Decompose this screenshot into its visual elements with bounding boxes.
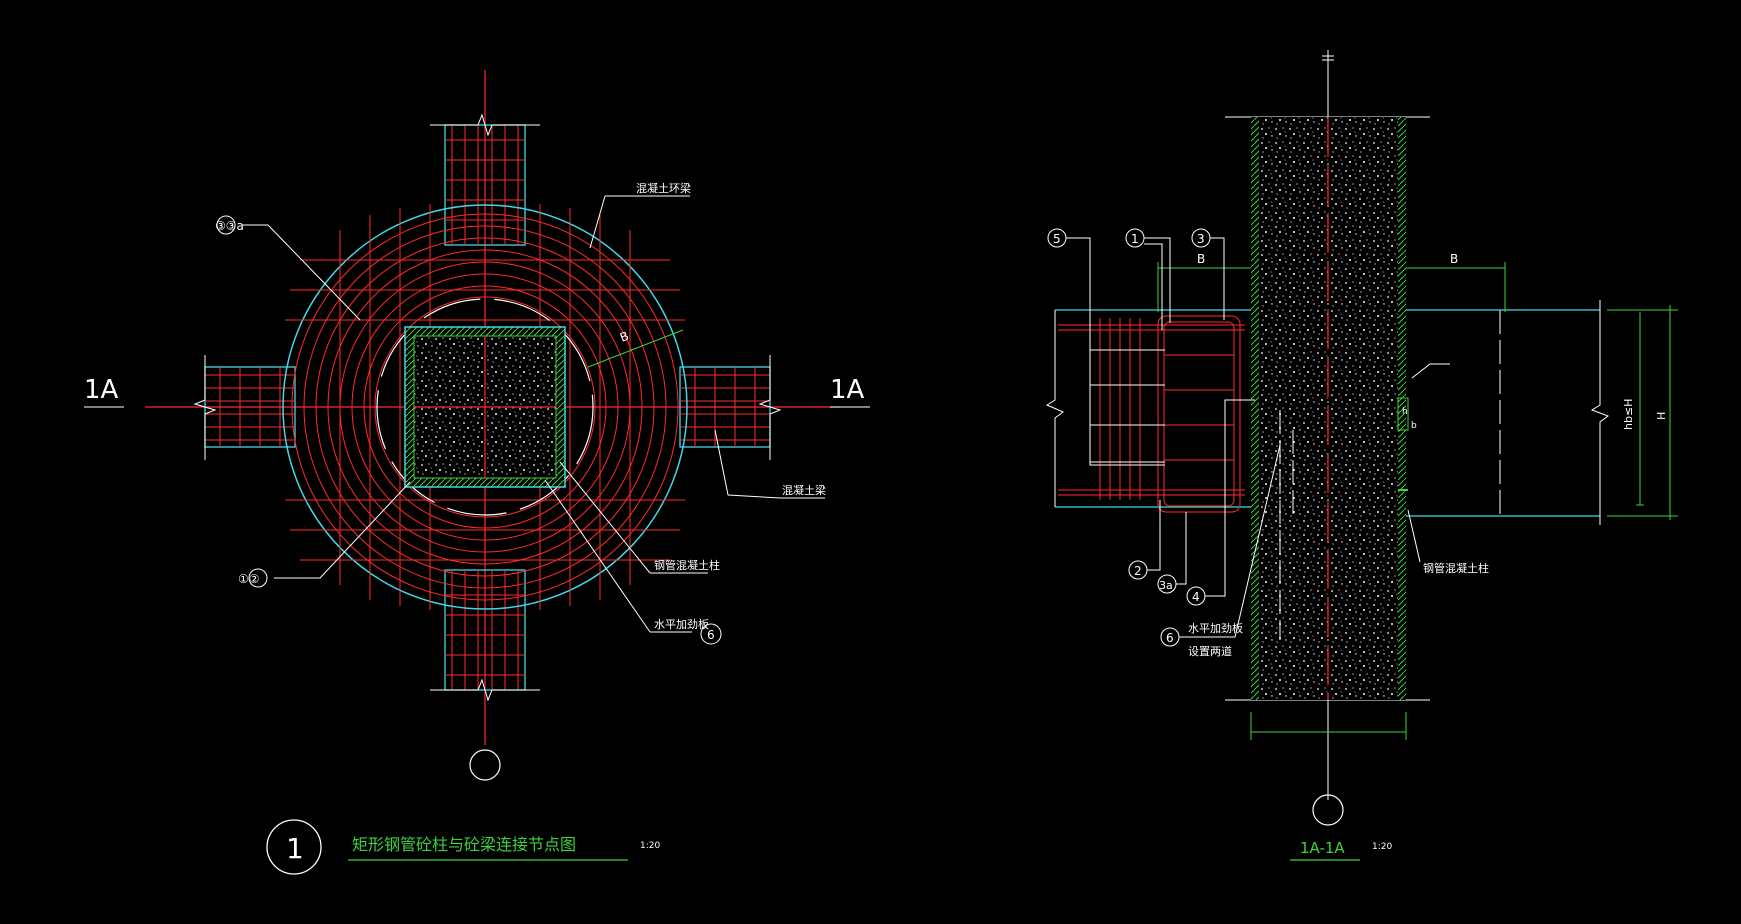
weld-leader [1411,363,1450,379]
section-dim-b-right-text: B [1450,252,1458,266]
section-rebar-leaders [1090,349,1165,463]
ring-beam-inner-dashed [376,298,594,516]
ring-beam-rebar [285,204,685,610]
section-column-leader [1407,509,1421,563]
steel-column-label: 钢管混凝土柱 [654,558,720,572]
section-callout-5: 5 [1053,232,1061,246]
section-callout-4: 4 [1192,590,1200,604]
section-dim-b-left-text: B [1197,252,1205,266]
svg-text:①②: ①② [238,572,260,586]
section-callout-3a: 3a [1159,579,1173,592]
svg-text:6: 6 [707,628,715,642]
section-steel-column-label: 钢管混凝土柱 [1423,561,1489,575]
section-stiffener-note: 设置两道 [1188,644,1232,658]
callout-33a: ③③a [215,215,244,235]
dim-b-plan-text: B [618,329,631,345]
section-title-block: 1A-1A 1:20 [1290,839,1392,861]
section-callout-1: 1 [1131,232,1139,246]
section-column-wall-left [1251,117,1259,700]
section-bottom-callouts [1128,399,1281,647]
section-callout-3: 3 [1197,232,1205,246]
section-dim-h: H [1655,412,1668,420]
section-mark-left: 1A [84,375,124,408]
plan-view: B ③③a ①② 6 混凝土环梁 混凝土梁 钢管混凝土柱 水平加劲板 [84,70,870,875]
section-dim-b-left [1157,262,1251,312]
section-dim-h-small: h [1402,407,1408,417]
section-stiffener-label: 水平加劲板 [1188,621,1243,635]
svg-text:③③a: ③③a [215,219,244,233]
detail-title: 矩形钢管砼柱与砼梁连接节点图 [352,835,576,854]
plan-axis-bubble [469,749,501,781]
detail-number: 1 [286,832,304,865]
section-dim-b-small: b [1411,421,1417,431]
section-dim-b-right [1406,262,1506,312]
svg-text:1A: 1A [830,375,865,405]
section-axis-bubble [1312,794,1344,826]
section-mark-right: 1A [830,375,870,408]
plan-leaders [242,195,825,633]
ring-beam-label: 混凝土环梁 [636,181,691,195]
section-right-beam [1397,300,1610,525]
detail-title-block: 1 矩形钢管砼柱与砼梁连接节点图 1:20 [266,819,660,875]
section-dim-bottom [1250,712,1407,740]
section-dim-hb: hb≤H [1622,399,1635,430]
dim-b-plan [587,329,684,368]
section-dashed-guides [1279,310,1501,640]
ring-beam-outer [282,204,688,610]
section-dim-vertical [1607,305,1678,520]
section-title: 1A-1A [1300,839,1345,857]
plan-beam-rebar [205,125,770,690]
section-scale: 1:20 [1372,842,1392,852]
plan-break-lines [193,113,782,702]
section-top-callouts [1047,228,1225,466]
concrete-beam-label: 混凝土梁 [782,483,826,497]
section-left-beam [1045,309,1251,513]
section-callout-6: 6 [1166,631,1174,645]
section-view: B B hb≤H H h b [1045,50,1678,861]
section-callout-2: 2 [1134,564,1142,578]
stiffener-label-plan: 水平加劲板 [654,617,709,631]
callout-12: ①② [238,568,268,588]
detail-scale: 1:20 [640,841,660,851]
callout-6-plan: 6 [700,623,722,645]
svg-text:1A: 1A [84,375,119,405]
section-column-wall-right [1398,117,1406,700]
